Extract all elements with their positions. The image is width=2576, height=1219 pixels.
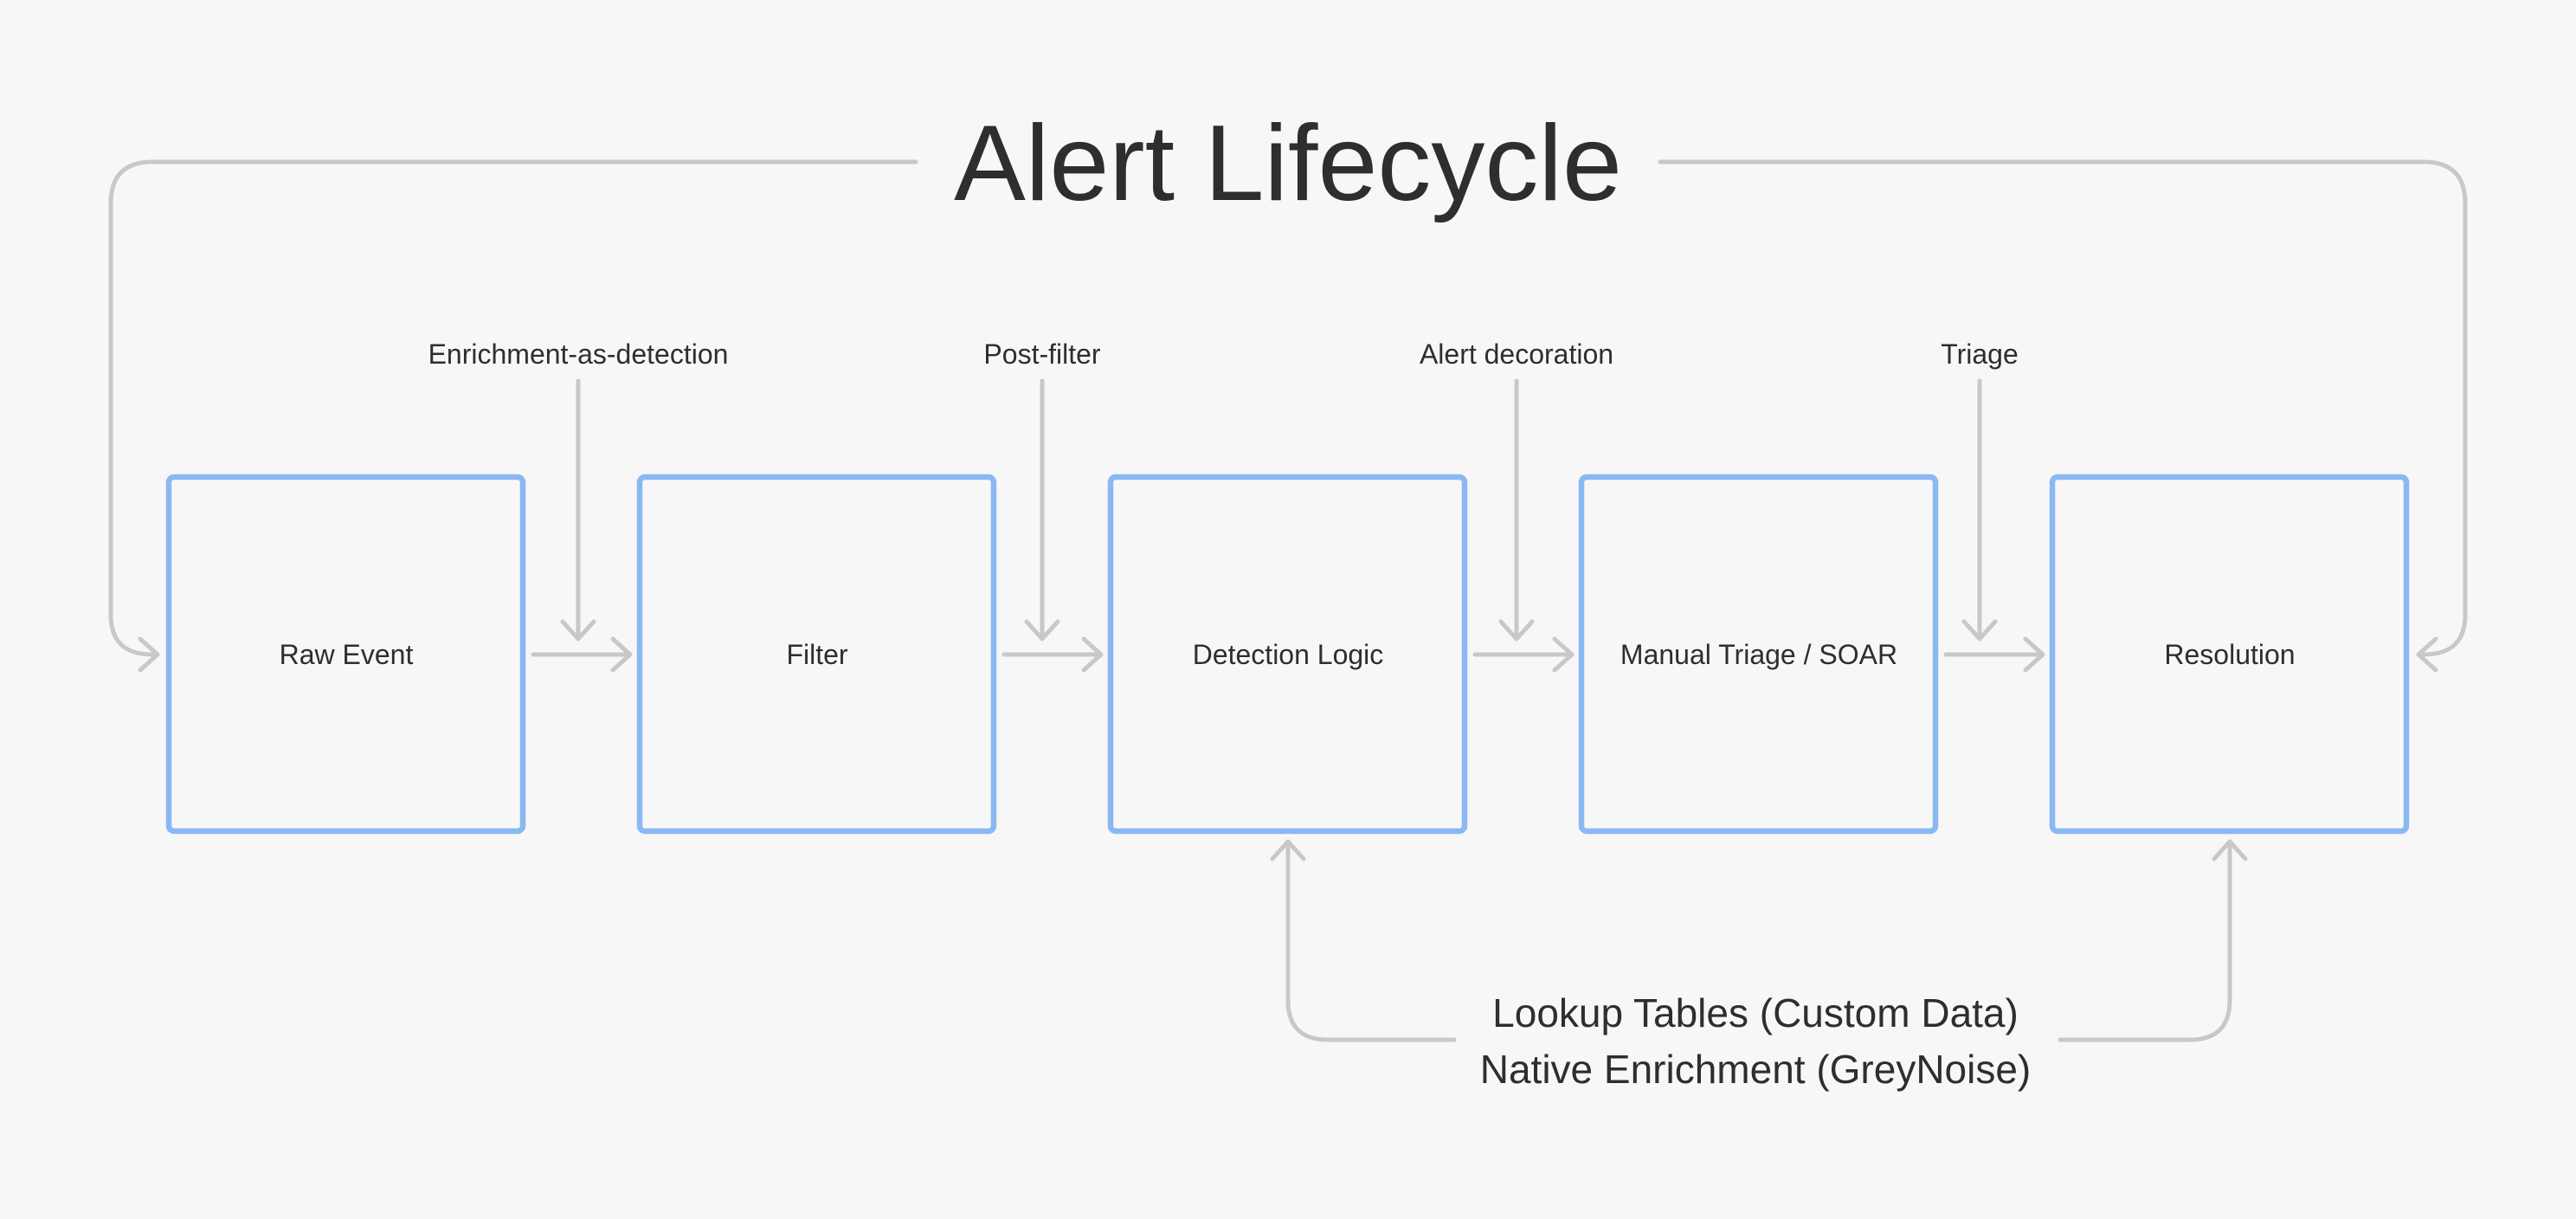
input-label-triage: Triage xyxy=(1941,339,2019,370)
enrichment-connector-to-detection-logic xyxy=(1270,839,1457,1042)
input-label-post-filter: Post-filter xyxy=(983,339,1100,370)
input-arrow-alert-decoration xyxy=(1498,378,1535,642)
diagram-title: Alert Lifecycle xyxy=(954,104,1622,223)
input-arrow-post-filter xyxy=(1024,378,1060,642)
flow-arrow-filter-to-detection-logic xyxy=(1001,636,1104,673)
enrichment-source-lookup-tables: Lookup Tables (Custom Data) xyxy=(1492,990,2019,1035)
stage-box-detection-logic xyxy=(1107,474,1468,835)
flow-arrow-raw-event-to-filter xyxy=(531,636,633,673)
input-label-alert-decoration: Alert decoration xyxy=(1420,339,1613,370)
enrichment-source-native-enrichment: Native Enrichment (GreyNoise) xyxy=(1480,1047,2032,1092)
resolution-inbound-arrowhead xyxy=(2416,636,2438,673)
stage-label-manual-triage-soar: Manual Triage / SOAR xyxy=(1620,639,1897,670)
flow-arrow-manual-triage-to-resolution xyxy=(1943,636,2045,673)
enrichment-connector-to-resolution xyxy=(2058,839,2248,1042)
stage-label-detection-logic: Detection Logic xyxy=(1193,639,1384,670)
flow-arrow-detection-logic-to-manual-triage xyxy=(1472,636,1575,673)
stage-label-filter: Filter xyxy=(786,639,847,670)
feedback-loop-right-connector xyxy=(1658,159,2468,657)
stage-label-resolution: Resolution xyxy=(2164,639,2295,670)
input-arrow-enrichment-as-detection xyxy=(560,378,596,642)
stage-box-manual-triage-soar xyxy=(1578,474,1939,835)
stage-label-raw-event: Raw Event xyxy=(280,639,414,670)
input-label-enrichment-as-detection: Enrichment-as-detection xyxy=(428,339,729,370)
stage-box-resolution xyxy=(2049,474,2410,835)
feedback-loop-left-connector xyxy=(108,159,918,657)
stage-box-raw-event xyxy=(165,474,526,835)
raw-event-inbound-arrowhead xyxy=(138,636,160,673)
input-arrow-triage xyxy=(1961,378,1998,642)
stage-box-filter xyxy=(636,474,997,835)
